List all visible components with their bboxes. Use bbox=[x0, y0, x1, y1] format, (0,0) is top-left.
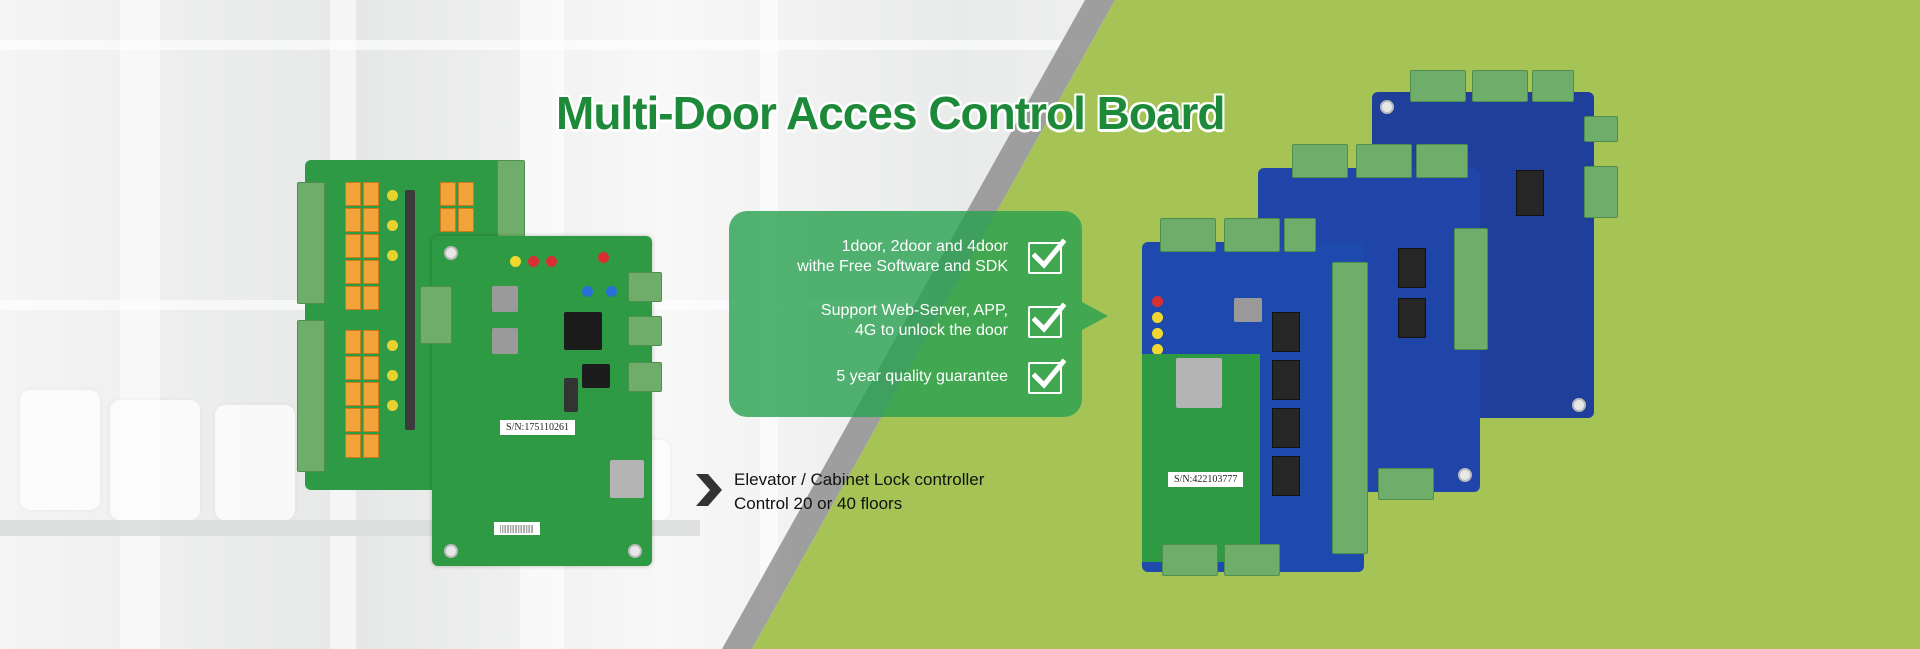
right-board-serial-label: S/N:422103777 bbox=[1168, 472, 1244, 487]
feature-line: 1door, 2door and 4door bbox=[841, 238, 1008, 255]
single-door-board: S/N:175110261 ||||||||||||||||||||| bbox=[420, 236, 662, 566]
elevator-line-1: Elevator / Cabinet Lock controller bbox=[734, 470, 985, 489]
check-icon bbox=[1028, 302, 1066, 338]
elevator-description: Elevator / Cabinet Lock controller Contr… bbox=[734, 468, 984, 516]
feature-line: 5 year quality guarantee bbox=[836, 368, 1008, 385]
elevator-line-2: Control 20 or 40 floors bbox=[734, 494, 903, 513]
banner-title: Multi-Door Acces Control Board bbox=[556, 87, 1226, 139]
feature-line: 4G to unlock the door bbox=[855, 322, 1008, 339]
check-icon bbox=[1028, 358, 1066, 394]
check-icon bbox=[1028, 238, 1066, 274]
feature-item-webserver: Support Web-Server, APP, 4G to unlock th… bbox=[718, 301, 1008, 341]
left-board-serial-label: S/N:175110261 bbox=[500, 420, 575, 435]
feature-line: withe Free Software and SDK bbox=[797, 258, 1008, 275]
one-door-board-front: S/N:422103777 bbox=[1142, 218, 1368, 576]
feature-line: Support Web-Server, APP, bbox=[820, 302, 1008, 319]
feature-box: 1door, 2door and 4door withe Free Softwa… bbox=[729, 211, 1108, 417]
feature-item-doors: 1door, 2door and 4door withe Free Softwa… bbox=[718, 237, 1008, 277]
feature-item-guarantee: 5 year quality guarantee bbox=[718, 367, 1008, 387]
chevron-right-icon bbox=[694, 474, 724, 511]
